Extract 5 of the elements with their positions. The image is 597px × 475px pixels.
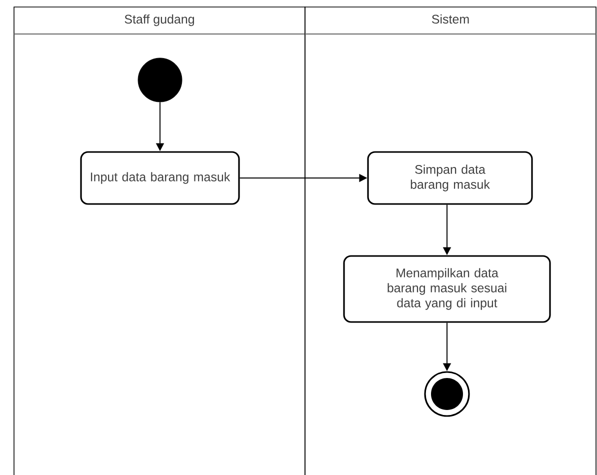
end-node: [424, 371, 470, 417]
action-box: Input data barang masuk: [80, 151, 240, 205]
action-box: Simpan data barang masuk: [367, 151, 533, 205]
start-node: [138, 58, 182, 102]
action-box: Menampilkan data barang masuk sesuai data yang di input: [343, 255, 551, 323]
